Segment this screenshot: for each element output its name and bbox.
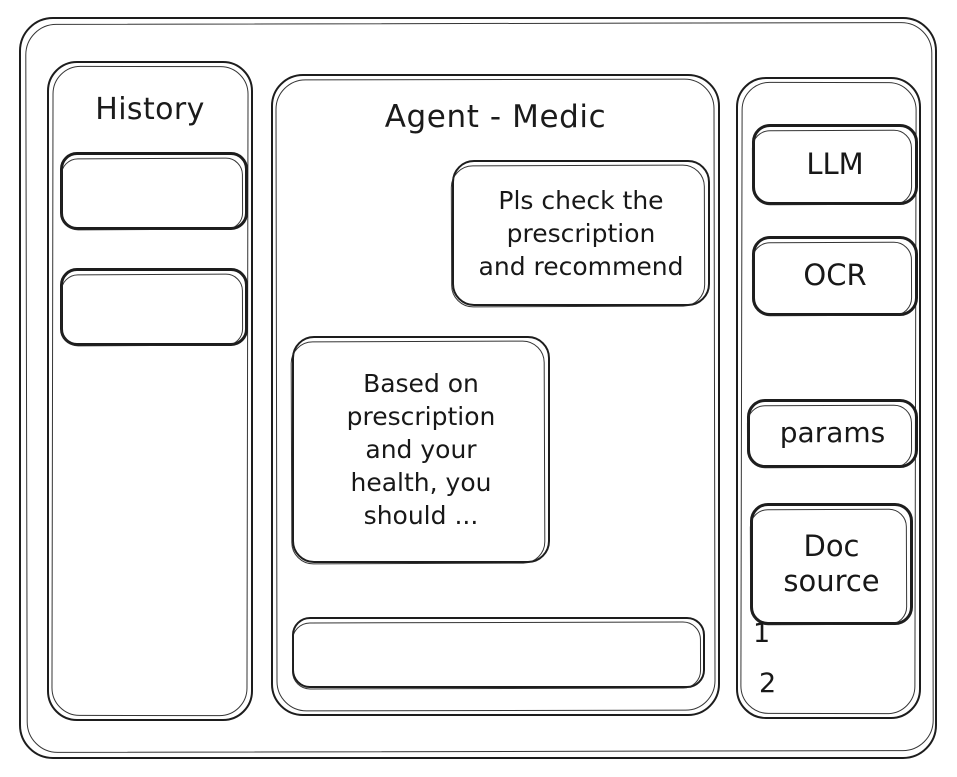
tool-button-doc-source[interactable]: Doc source [750, 503, 913, 625]
assistant-message-bubble: Based on prescription and your health, y… [292, 336, 550, 563]
user-message-bubble: Pls check the prescription and recommend [452, 160, 710, 306]
tool-button-llm[interactable]: LLM [752, 124, 918, 205]
history-panel-title: History [95, 92, 205, 127]
agent-panel [271, 74, 720, 716]
tools-panel [736, 77, 921, 719]
agent-panel-title: Agent - Medic [384, 99, 607, 135]
doc-source-reference-2[interactable]: 2 [759, 668, 777, 699]
window-frame [19, 17, 937, 759]
tool-button-params[interactable]: params [747, 399, 918, 468]
history-list-item[interactable] [60, 268, 248, 346]
doc-source-label-line2: source [783, 564, 880, 598]
history-list-item[interactable] [60, 152, 248, 230]
doc-source-label-line1: Doc [803, 528, 860, 563]
tool-button-ocr[interactable]: OCR [752, 236, 918, 316]
doc-source-reference-1[interactable]: 1 [753, 618, 771, 649]
user-message-text: Pls check the prescription and recommend [478, 185, 684, 281]
assistant-message-text: Based on prescription and your health, y… [346, 369, 496, 530]
message-input[interactable] [292, 617, 705, 688]
history-panel [47, 61, 253, 721]
